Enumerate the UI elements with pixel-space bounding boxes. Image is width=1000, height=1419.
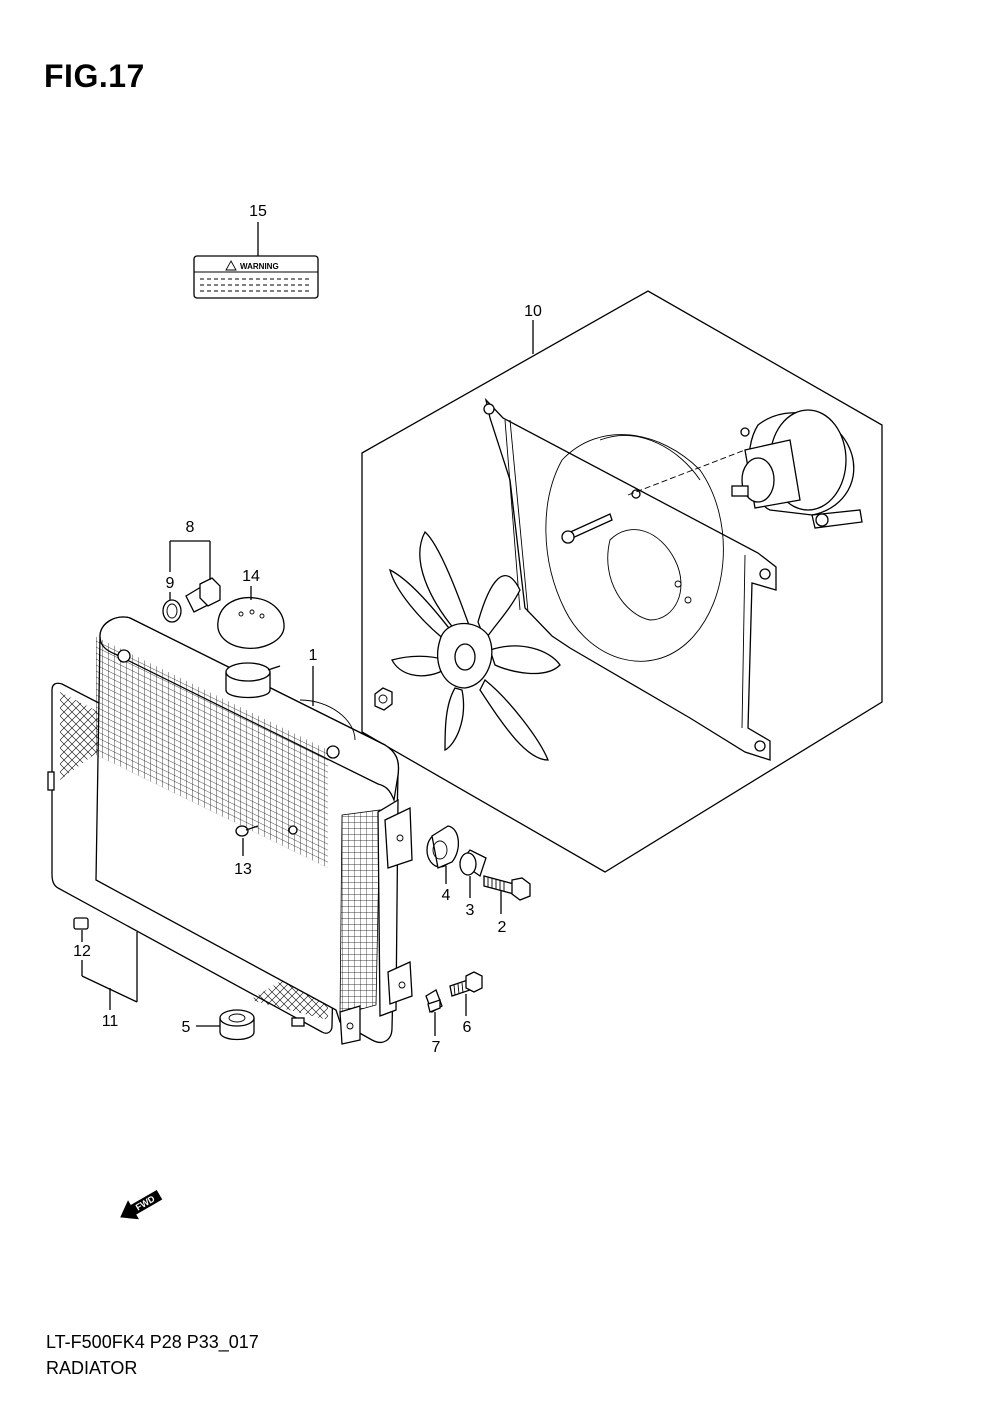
callout-5: 5 (182, 1019, 191, 1036)
warning-label: WARNING (193, 222, 319, 299)
callout-12: 12 (73, 943, 91, 960)
fan-shroud (483, 397, 777, 761)
lower-bolt (449, 971, 483, 997)
callout-9: 9 (166, 575, 175, 592)
callout-7: 7 (432, 1039, 441, 1056)
callout-11: 11 (102, 1013, 119, 1030)
fan-motor (561, 409, 863, 544)
nut-clip (425, 989, 443, 1013)
leader-lines (81, 540, 502, 1036)
callout-6: 6 (463, 1019, 472, 1036)
warning-label-text: WARNING (240, 262, 279, 271)
callout-14: 14 (242, 568, 260, 585)
callout-1: 1 (309, 647, 318, 664)
callout-8: 8 (186, 519, 195, 536)
callout-4: 4 (442, 887, 451, 904)
callout-3: 3 (466, 902, 475, 919)
mount-grommet (426, 825, 459, 869)
mount-bolt (483, 875, 531, 901)
screen-screw (235, 825, 298, 837)
mount-collar (459, 849, 487, 878)
diagram-code: LT-F500FK4 P28 P33_017 (46, 1332, 259, 1352)
fan-assembly-box (361, 290, 883, 873)
callout-15: 15 (249, 203, 267, 220)
callout-10: 10 (524, 303, 542, 320)
lower-grommet (219, 1009, 255, 1041)
thermo-switch (162, 577, 221, 623)
screen-cushion (73, 917, 89, 930)
callout-2: 2 (498, 919, 507, 936)
figure-title: FIG.17 (44, 58, 145, 94)
diagram-name: RADIATOR (46, 1358, 138, 1378)
callout-numbers: 15 10 8 9 14 1 13 4 3 2 12 11 5 6 7 (73, 203, 542, 1056)
fan-blade (374, 530, 561, 761)
forward-arrow-icon: FWD (120, 1189, 163, 1220)
callout-13: 13 (234, 861, 252, 878)
radiator-cap (217, 596, 285, 649)
warning-triangle-icon (225, 260, 237, 271)
